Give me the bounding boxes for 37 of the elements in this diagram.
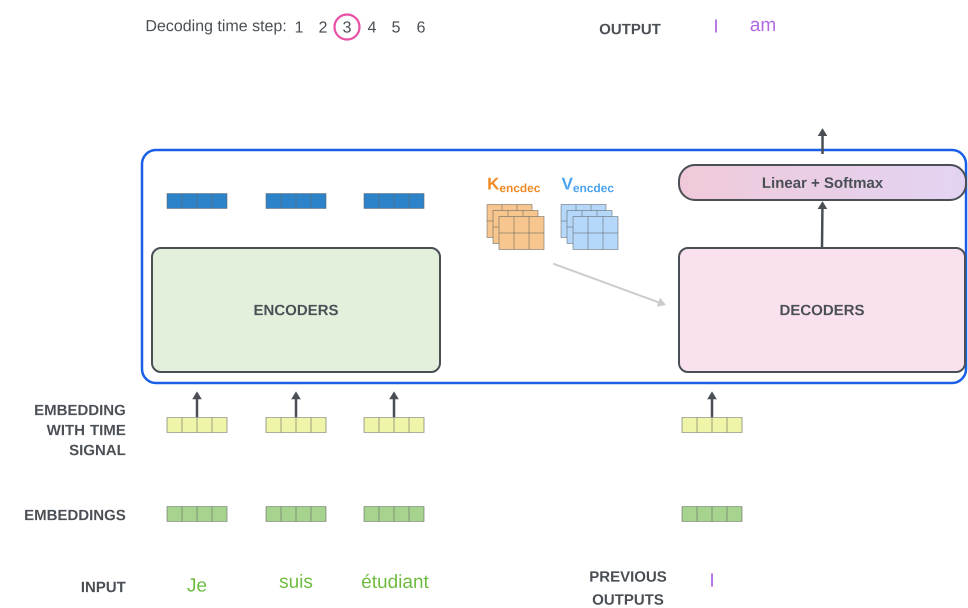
step-label: Decoding time step: <box>146 20 286 34</box>
matrix-stack-drawing: K$_{encdec}$ <box>486 178 544 250</box>
container-box <box>140 148 968 384</box>
step-number: 6 <box>417 21 425 33</box>
output-word: am <box>750 20 775 32</box>
row-label: INPUT <box>82 582 126 592</box>
matrix-stack-drawing: V$_{encdec}$ <box>560 178 618 250</box>
vector-bar <box>266 417 326 433</box>
vector-bar <box>682 506 742 522</box>
process-box: Linear + Softmax <box>678 164 967 201</box>
step-number: 5 <box>392 21 400 33</box>
input-word: étudiant <box>362 574 429 588</box>
vector-bar <box>364 506 424 522</box>
vector-bar <box>364 193 424 209</box>
row-label: EMBEDDING WITH TIME SIGNAL <box>35 404 126 456</box>
row-label: EMBEDDINGS <box>25 510 126 520</box>
vector-bar <box>266 193 326 209</box>
row-label: PREVIOUS OUTPUTS <box>590 571 666 605</box>
vector-bar <box>266 506 326 522</box>
step-number: 4 <box>368 22 376 32</box>
row-label: OUTPUT <box>600 24 661 34</box>
step-number: 2 <box>319 21 327 33</box>
node-label: V$_{encdec}$ <box>562 178 614 192</box>
step-number: 1 <box>296 22 303 32</box>
vector-bar <box>682 417 742 433</box>
step-number: 3 <box>343 21 351 33</box>
output-word: I <box>711 573 713 587</box>
input-word: Je <box>187 578 206 592</box>
vector-bar <box>166 193 228 209</box>
process-box: ENCODERS <box>151 247 441 373</box>
vector-bar <box>166 417 228 433</box>
vector-bar <box>166 506 228 522</box>
input-word: suis <box>280 574 312 588</box>
node-label: K$_{encdec}$ <box>488 178 540 192</box>
process-box: DECODERS <box>678 247 966 373</box>
output-word: I <box>715 19 717 33</box>
vector-bar <box>364 417 424 433</box>
